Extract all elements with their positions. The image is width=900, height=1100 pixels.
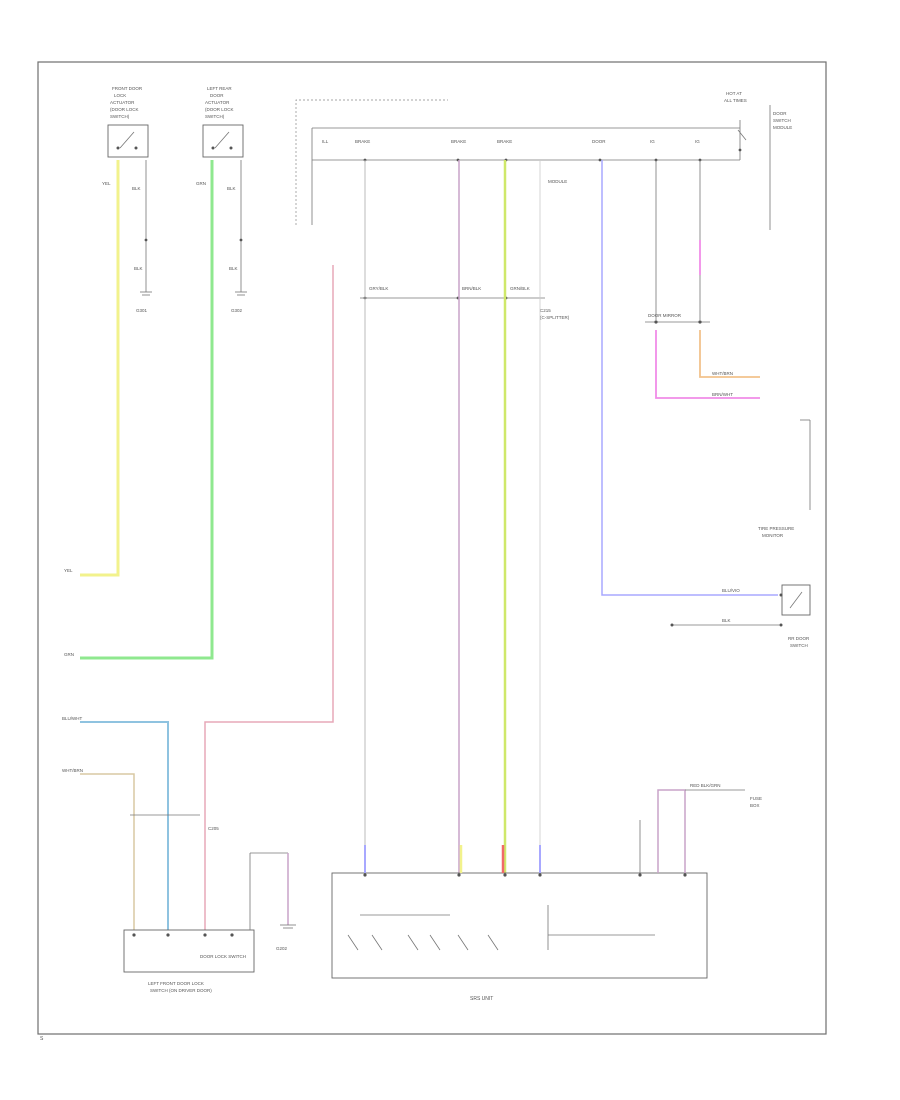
svg-text:G301: G301 xyxy=(136,308,148,313)
relay-top-right: HOT AT ALL TIMES DOOR SWITCH MODULE xyxy=(724,91,792,230)
wire-blue: BLU/WHT xyxy=(62,716,169,935)
svg-text:GRN: GRN xyxy=(64,652,74,657)
svg-text:SWITCH (ON DRIVER DOOR): SWITCH (ON DRIVER DOOR) xyxy=(150,988,212,993)
door-switch-right: BLK RR DOOR SWITCH xyxy=(670,584,811,648)
svg-text:SWITCH): SWITCH) xyxy=(205,114,225,119)
wire-yellow: YEL YEL xyxy=(64,160,120,577)
svg-text:DOOR: DOOR xyxy=(592,139,606,144)
dashed-boundary-top xyxy=(295,99,448,225)
svg-text:DOOR MIRROR: DOOR MIRROR xyxy=(648,313,682,318)
svg-text:HOT AT: HOT AT xyxy=(726,91,742,96)
wire-violet: BLU/VIO xyxy=(601,160,778,596)
svg-text:BLK: BLK xyxy=(132,186,141,191)
svg-text:BLU/WHT: BLU/WHT xyxy=(62,716,83,721)
splice-bus-mid: GRY/BLK BRN/BLK GRN/BLK C215 (C-SPLITTER… xyxy=(360,286,570,320)
svg-text:ALL TIMES: ALL TIMES xyxy=(724,98,747,103)
svg-text:BLK: BLK xyxy=(134,266,143,271)
page-id: S xyxy=(40,1036,44,1042)
svg-text:(DOOR LOCK: (DOOR LOCK xyxy=(205,107,234,112)
junction-block-top: ILL BRAKE BRAKE BRAKE DOOR IG IG MODULE xyxy=(311,127,740,225)
svg-text:WHT/BRN: WHT/BRN xyxy=(62,768,83,773)
relay-right: DOOR MIRROR WHT/BRN BRN/WHT xyxy=(645,160,760,399)
svg-text:BRAKE: BRAKE xyxy=(451,139,466,144)
ground-left-2: BLK BLK G302 xyxy=(227,160,247,313)
svg-text:(DOOR LOCK: (DOOR LOCK xyxy=(110,107,139,112)
svg-text:BOX: BOX xyxy=(750,803,760,808)
svg-text:DOOR: DOOR xyxy=(210,93,224,98)
svg-text:YEL: YEL xyxy=(102,181,111,186)
wire-pink xyxy=(204,265,334,935)
diagram-frame xyxy=(37,61,827,1035)
svg-text:(C-SPLITTER): (C-SPLITTER) xyxy=(540,315,570,320)
svg-text:RR DOOR: RR DOOR xyxy=(788,636,810,641)
svg-text:WHT/BRN: WHT/BRN xyxy=(712,371,733,376)
connector-bottom-left: C205 DOOR LOCK SWITCH LEFT FRONT DOOR LO… xyxy=(123,814,255,993)
ground-bottom-mid: G202 xyxy=(249,852,296,951)
svg-text:IG: IG xyxy=(650,139,655,144)
wire-lilac-right: RED BLK/GRN FUSE BOX xyxy=(639,783,762,873)
rear-door-switch-left: LEFT REAR DOOR ACTUATOR (DOOR LOCK SWITC… xyxy=(202,86,244,158)
wire-green: GRN GRN xyxy=(64,160,214,660)
svg-text:DOOR LOCK SWITCH: DOOR LOCK SWITCH xyxy=(200,954,246,959)
svg-text:C215: C215 xyxy=(540,308,551,313)
svg-text:TIRE PRESSURE: TIRE PRESSURE xyxy=(758,526,794,531)
svg-text:SWITCH): SWITCH) xyxy=(110,114,130,119)
svg-text:C205: C205 xyxy=(208,826,219,831)
svg-text:YEL: YEL xyxy=(64,568,73,573)
svg-text:FUSE: FUSE xyxy=(750,796,762,801)
svg-text:BRN/WHT: BRN/WHT xyxy=(712,392,733,397)
svg-text:SWITCH: SWITCH xyxy=(790,643,808,648)
svg-text:BLU/VIO: BLU/VIO xyxy=(722,588,740,593)
svg-text:IG: IG xyxy=(695,139,700,144)
svg-text:BRN/BLK: BRN/BLK xyxy=(462,286,481,291)
svg-text:SRS UNIT: SRS UNIT xyxy=(470,996,493,1002)
svg-text:LEFT REAR: LEFT REAR xyxy=(207,86,232,91)
svg-text:BLK: BLK xyxy=(229,266,238,271)
svg-text:LEFT FRONT DOOR LOCK: LEFT FRONT DOOR LOCK xyxy=(148,981,204,986)
svg-text:MONITOR: MONITOR xyxy=(762,533,784,538)
svg-text:RED BLK/GRN: RED BLK/GRN xyxy=(690,783,721,788)
ground-left-1: BLK BLK G301 xyxy=(132,160,152,313)
svg-text:G302: G302 xyxy=(231,308,243,313)
svg-text:BRAKE: BRAKE xyxy=(355,139,370,144)
wire-tan: WHT/BRN xyxy=(62,768,135,935)
svg-text:BRAKE: BRAKE xyxy=(497,139,512,144)
svg-text:GRY/BLK: GRY/BLK xyxy=(369,286,388,291)
svg-text:GRN/BLK: GRN/BLK xyxy=(510,286,530,291)
svg-text:MODULE: MODULE xyxy=(548,179,567,184)
svg-text:LOCK: LOCK xyxy=(114,93,126,98)
svg-text:ILL: ILL xyxy=(322,139,329,144)
front-door-switch-left: FRONT DOOR LOCK ACTUATOR (DOOR LOCK SWIT… xyxy=(107,86,149,158)
svg-text:SWITCH: SWITCH xyxy=(773,118,791,123)
svg-text:ACTUATOR: ACTUATOR xyxy=(205,100,230,105)
svg-text:G202: G202 xyxy=(276,946,288,951)
receiver-right: TIRE PRESSURE MONITOR xyxy=(758,419,811,538)
svg-text:FRONT DOOR: FRONT DOOR xyxy=(112,86,143,91)
svg-text:GRN: GRN xyxy=(196,181,206,186)
svg-text:MODULE: MODULE xyxy=(773,125,792,130)
svg-text:BLK: BLK xyxy=(227,186,236,191)
svg-text:DOOR: DOOR xyxy=(773,111,787,116)
svg-text:BLK: BLK xyxy=(722,618,731,623)
svg-text:ACTUATOR: ACTUATOR xyxy=(110,100,135,105)
srs-unit-module: SRS UNIT xyxy=(331,845,708,1002)
